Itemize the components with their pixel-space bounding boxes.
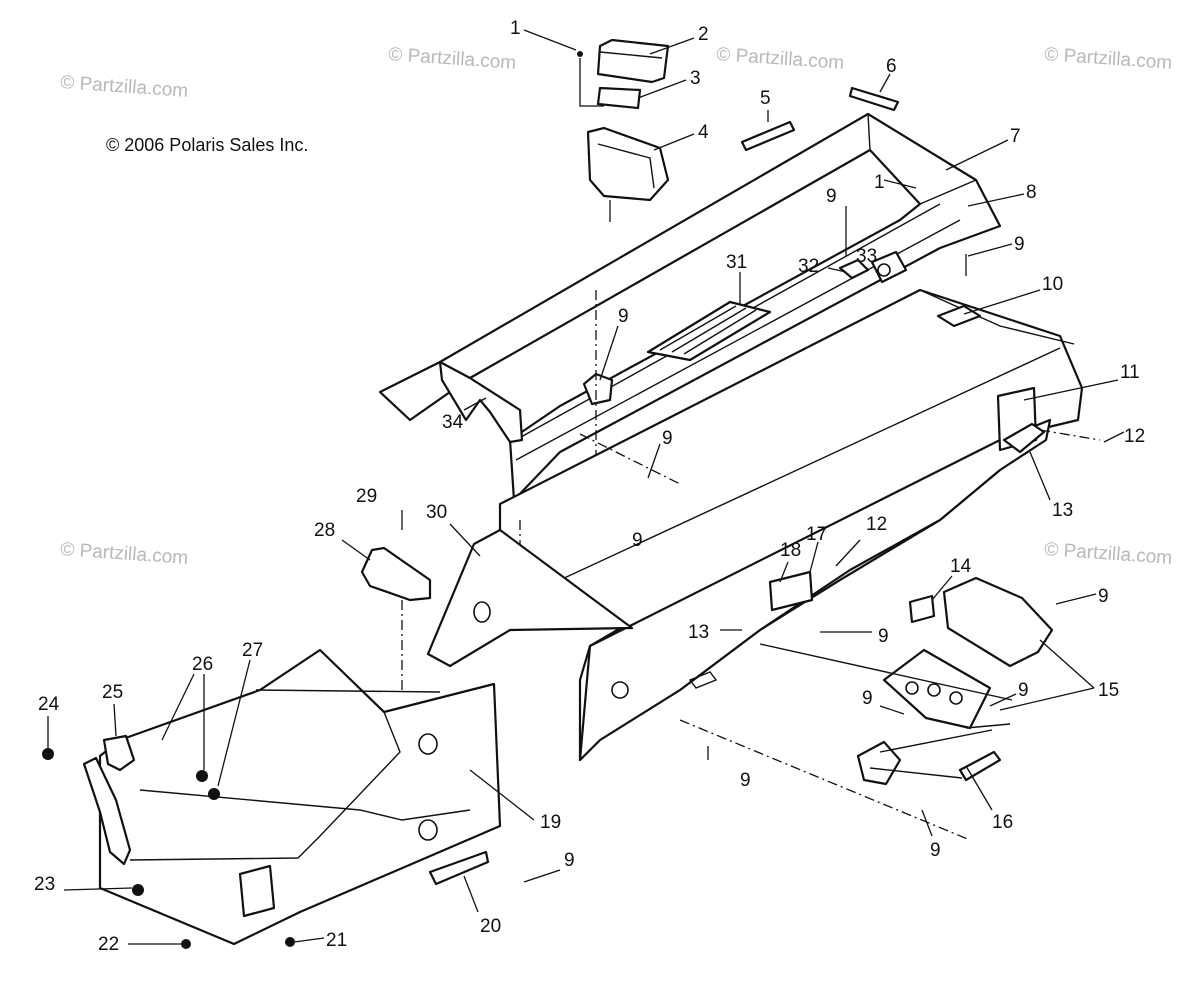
callout-labels: 1 2 3 4 5 6 7 1 8 9 9 33 32 31 10 9 11 1… [34,18,1145,955]
callout-29: 29 [356,486,377,507]
part-15-guard [942,576,1054,668]
watermark-5: © Partzilla.com [60,539,189,569]
callout-9d: 9 [662,428,673,449]
tunnel-rail-assembly [378,86,1002,502]
callout-2: 2 [698,24,709,45]
callout-23: 23 [34,874,55,895]
callout-32: 32 [798,256,819,277]
part-25-bracket [102,734,136,772]
callout-17: 17 [806,524,827,545]
part-34-brace [438,360,524,444]
tunnel [498,288,1101,762]
callout-31: 31 [726,252,747,273]
watermark-4: © Partzilla.com [1044,44,1173,74]
callout-24: 24 [38,694,60,715]
part-21-plate [238,864,276,918]
watermark-1: © Partzilla.com [60,72,189,102]
callout-9l: 9 [564,850,575,871]
callout-33: 33 [856,246,877,267]
bulkhead-parts [360,528,634,690]
callout-34: 34 [442,412,464,433]
part-6-strip [848,86,900,112]
callout-20: 20 [480,916,501,937]
part-3-pad [596,86,642,110]
callout-26: 26 [192,654,213,675]
callout-9i: 9 [862,688,873,709]
copyright-notice: © 2006 Polaris Sales Inc. [106,135,308,155]
part-32-bracket [838,258,870,280]
callout-12b: 12 [866,514,887,535]
callout-22: 22 [98,934,119,955]
callout-9g: 9 [1098,586,1109,607]
callout-3: 3 [690,68,701,89]
callout-1: 1 [510,18,521,39]
callout-9j: 9 [740,770,751,791]
callout-16: 16 [992,812,1013,833]
part-16-bracket [856,740,902,786]
part-2-pad [596,38,670,84]
callout-18: 18 [780,540,801,561]
watermark-3: © Partzilla.com [716,44,845,74]
callout-19: 19 [540,812,561,833]
part-31-plate [646,300,772,362]
callout-4: 4 [698,122,709,143]
callout-13a: 13 [1052,500,1073,521]
part-5-strip [740,120,796,152]
callout-12a: 12 [1124,426,1145,447]
part-28-bracket [360,546,432,602]
callout-10: 10 [1042,274,1063,295]
callout-27: 27 [242,640,263,661]
part-20-bracket [428,850,490,886]
callout-9h: 9 [1018,680,1029,701]
part-14-block [908,594,936,624]
callout-25: 25 [102,682,123,703]
callout-8: 8 [1026,182,1037,203]
watermark-7: © Partzilla.com [1044,539,1173,569]
callout-7: 7 [1010,126,1021,147]
callout-9c: 9 [618,306,629,327]
callout-21: 21 [326,930,347,951]
callout-6: 6 [886,56,897,77]
callout-11: 11 [1120,362,1140,383]
part-4-cover [586,126,670,202]
callout-1b: 1 [874,172,885,193]
part-9-pad [582,372,614,406]
callout-14: 14 [950,556,972,577]
rail-frame [378,112,1002,502]
part-19-frame [98,648,502,946]
part-13-bracket [1002,422,1046,454]
seat-pad-parts [577,38,670,222]
front-bumper-bar [82,756,132,866]
callout-30: 30 [426,502,447,523]
callout-9k: 9 [930,840,941,861]
callout-13b: 13 [688,622,709,643]
callout-9f: 9 [878,626,889,647]
tunnel-side-lower [578,418,1052,762]
callout-9a: 9 [826,186,837,207]
part-10-pad [936,304,982,328]
front-frame [42,648,502,949]
callout-9e: 9 [632,530,643,551]
callout-15: 15 [1098,680,1119,701]
callout-9b: 9 [1014,234,1025,255]
callout-5: 5 [760,88,771,109]
watermark-2: © Partzilla.com [388,44,517,74]
callout-28: 28 [314,520,335,541]
part-30-bulkhead [426,528,634,668]
